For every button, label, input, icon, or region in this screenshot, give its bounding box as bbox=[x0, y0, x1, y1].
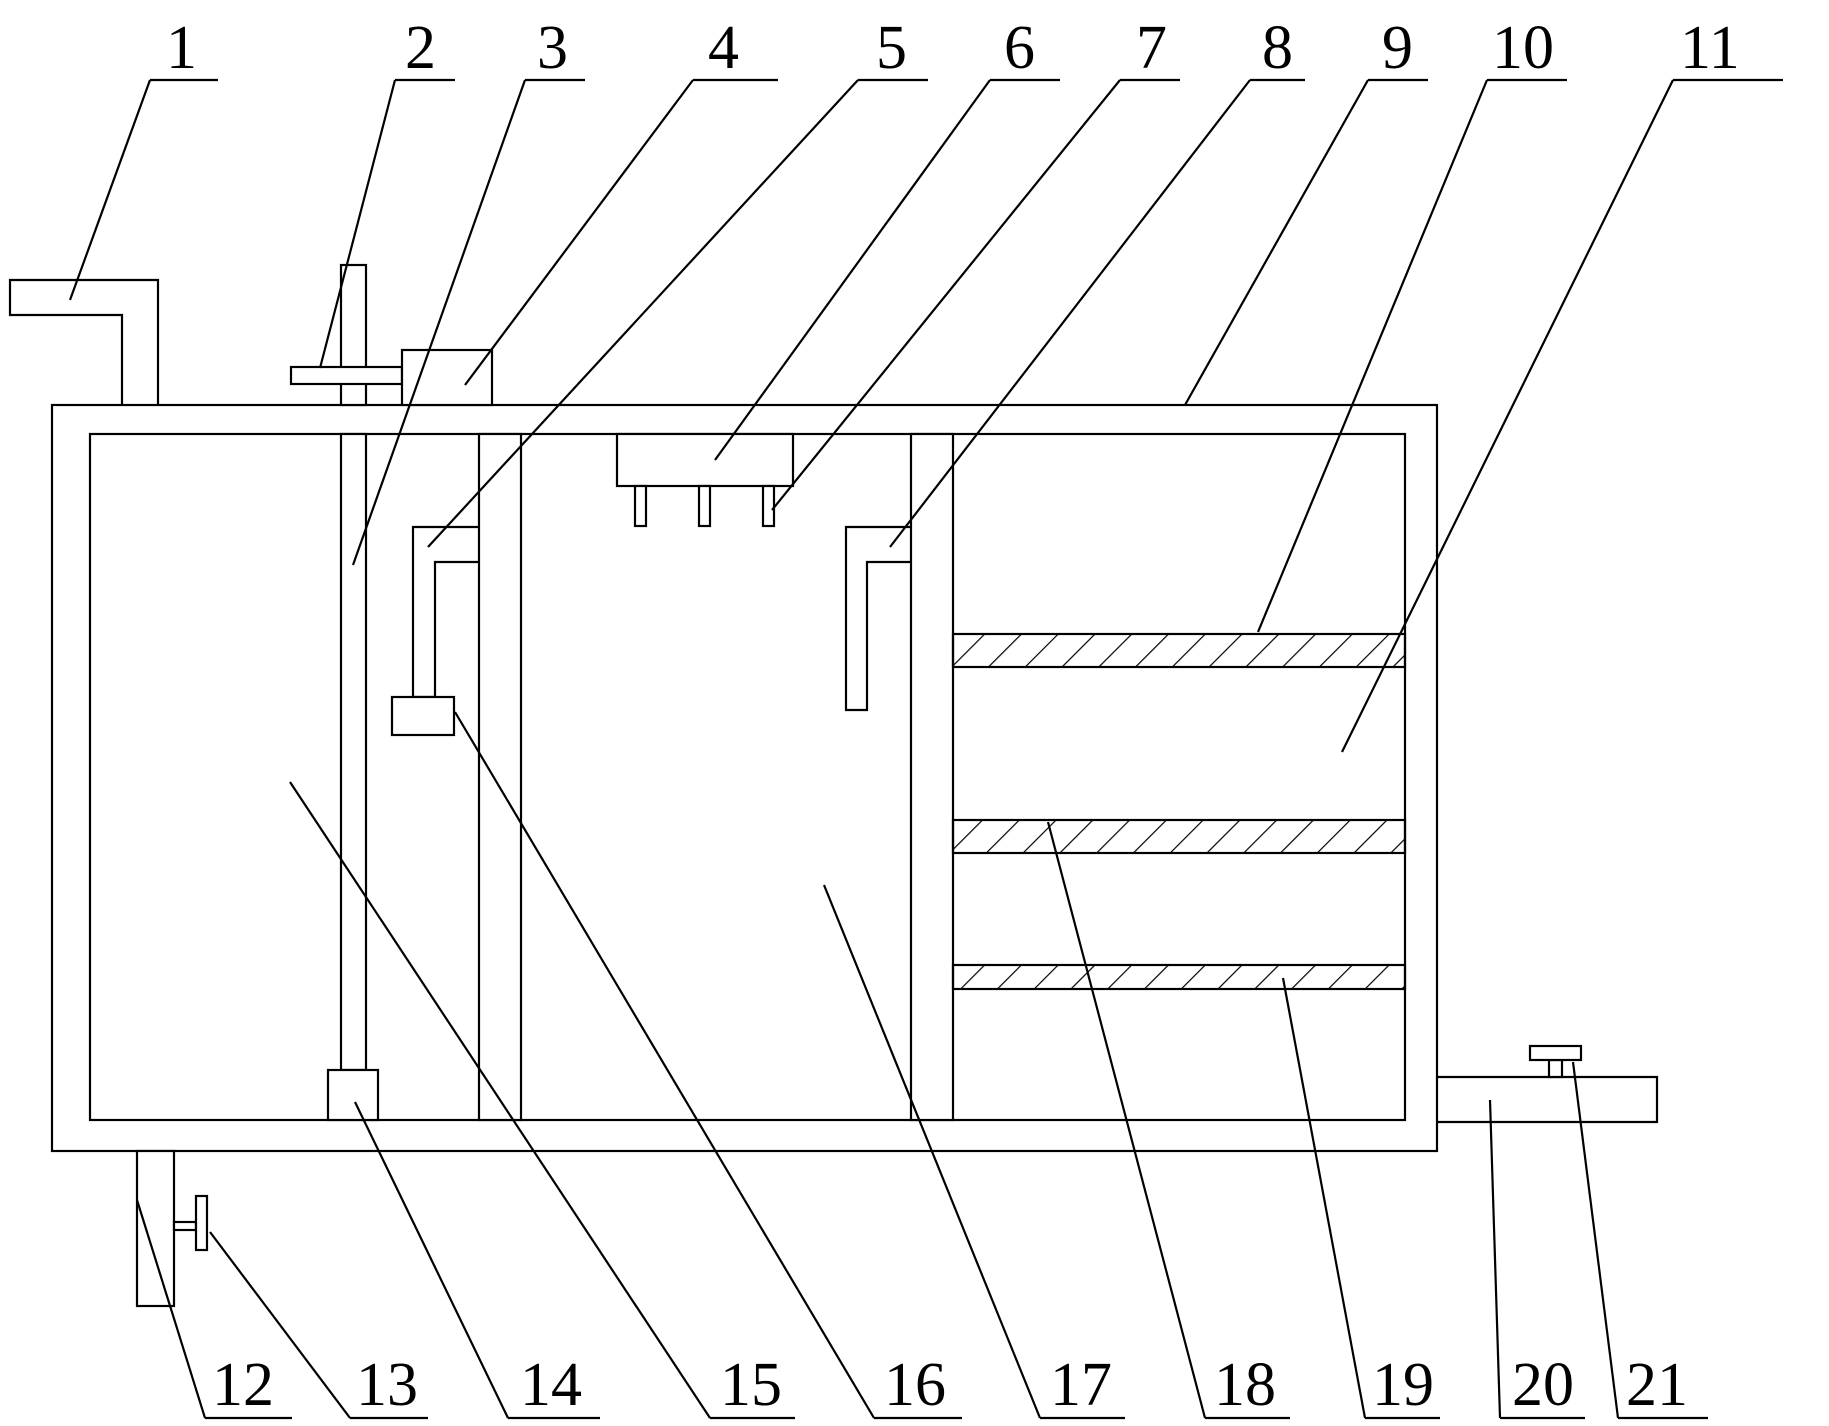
label-9: 9 bbox=[1382, 14, 1413, 82]
label-11: 11 bbox=[1680, 14, 1740, 82]
stirrer-assembly bbox=[289, 263, 494, 1122]
spray-header bbox=[615, 432, 795, 528]
overflow-pipe-left bbox=[390, 525, 479, 737]
label-19: 19 bbox=[1372, 1351, 1434, 1419]
partitions bbox=[477, 432, 955, 1122]
label-10: 10 bbox=[1492, 14, 1554, 82]
label-8: 8 bbox=[1262, 14, 1293, 82]
filter-layers bbox=[951, 632, 1407, 991]
outlet-pipe bbox=[1437, 1044, 1659, 1124]
label-15: 15 bbox=[720, 1351, 782, 1419]
label-2: 2 bbox=[405, 14, 436, 82]
drain-pipe bbox=[135, 1149, 209, 1308]
overflow-pipe-right bbox=[844, 525, 911, 712]
part-numbers: 1 2 3 4 5 6 7 8 9 10 11 12 13 14 15 16 1… bbox=[166, 14, 1740, 1419]
label-21: 21 bbox=[1626, 1351, 1688, 1419]
tank-outer-wall bbox=[50, 403, 1439, 1153]
leader-lines bbox=[68, 78, 1783, 1420]
label-1: 1 bbox=[166, 14, 197, 82]
label-14: 14 bbox=[520, 1351, 582, 1419]
inlet-pipe bbox=[8, 278, 160, 405]
label-3: 3 bbox=[537, 14, 568, 82]
label-6: 6 bbox=[1004, 14, 1035, 82]
label-4: 4 bbox=[708, 14, 739, 82]
label-18: 18 bbox=[1214, 1351, 1276, 1419]
label-17: 17 bbox=[1050, 1351, 1112, 1419]
label-7: 7 bbox=[1136, 14, 1167, 82]
label-16: 16 bbox=[884, 1351, 946, 1419]
label-12: 12 bbox=[212, 1351, 274, 1419]
label-20: 20 bbox=[1512, 1351, 1574, 1419]
label-13: 13 bbox=[356, 1351, 418, 1419]
label-5: 5 bbox=[876, 14, 907, 82]
